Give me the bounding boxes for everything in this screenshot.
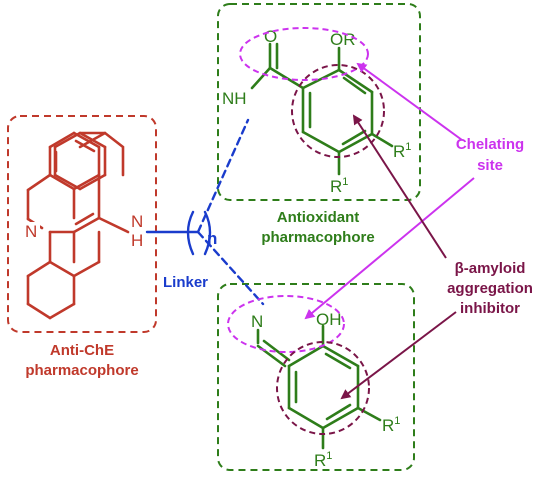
linker-structure <box>145 118 265 306</box>
antioxidant-label: Antioxidant <box>277 209 360 226</box>
r1-top-bottom: R1 <box>330 176 348 196</box>
chelating-label: Chelating <box>456 136 524 153</box>
r1-top-right: R1 <box>393 141 411 161</box>
linker-label: Linker <box>163 274 208 291</box>
aggregation-circle-bottom <box>276 341 370 435</box>
imine-n-atom: N <box>251 312 263 331</box>
chelating-ellipse-bottom <box>227 295 345 353</box>
nh-n-atom: N <box>131 212 143 231</box>
tacrine-n-mask <box>24 222 40 240</box>
anti-che-box <box>7 115 157 333</box>
chelating-ellipse-top <box>239 27 369 81</box>
benzamide-structure <box>250 42 394 176</box>
beta-amyloid-label: β-amyloid <box>455 260 526 277</box>
imine-box <box>217 283 415 471</box>
imine-phenol-structure <box>256 324 382 450</box>
aggregation-arrow-bottom <box>340 311 457 400</box>
inhibitor-label: inhibitor <box>460 300 520 317</box>
repeat-n-label: n <box>207 229 217 248</box>
chelating-arrow-bottom <box>304 177 475 320</box>
or-atom: OR <box>330 30 356 49</box>
tacrine-structure <box>26 131 130 320</box>
antioxidant-pharmacophore-label: pharmacophore <box>261 229 374 246</box>
amide-nh-atom: NH <box>222 89 247 108</box>
antioxidant-box <box>217 3 421 201</box>
oh-atom: OH <box>316 310 342 329</box>
anti-che-label: Anti-ChE <box>50 342 114 359</box>
chelating-site-label: site <box>477 157 503 174</box>
r1-bottom-bottom: R1 <box>314 450 332 470</box>
anti-che-pharmacophore-label: pharmacophore <box>25 362 138 379</box>
aggregation-circle-top <box>291 64 385 158</box>
r1-bottom-right: R1 <box>382 415 400 435</box>
aggregation-arrow-top <box>352 114 447 259</box>
tacrine-n-atom: N <box>25 222 37 241</box>
aggregation-label: aggregation <box>447 280 533 297</box>
chelating-arrow-top <box>356 62 463 141</box>
nh-h-atom: H <box>131 231 143 250</box>
